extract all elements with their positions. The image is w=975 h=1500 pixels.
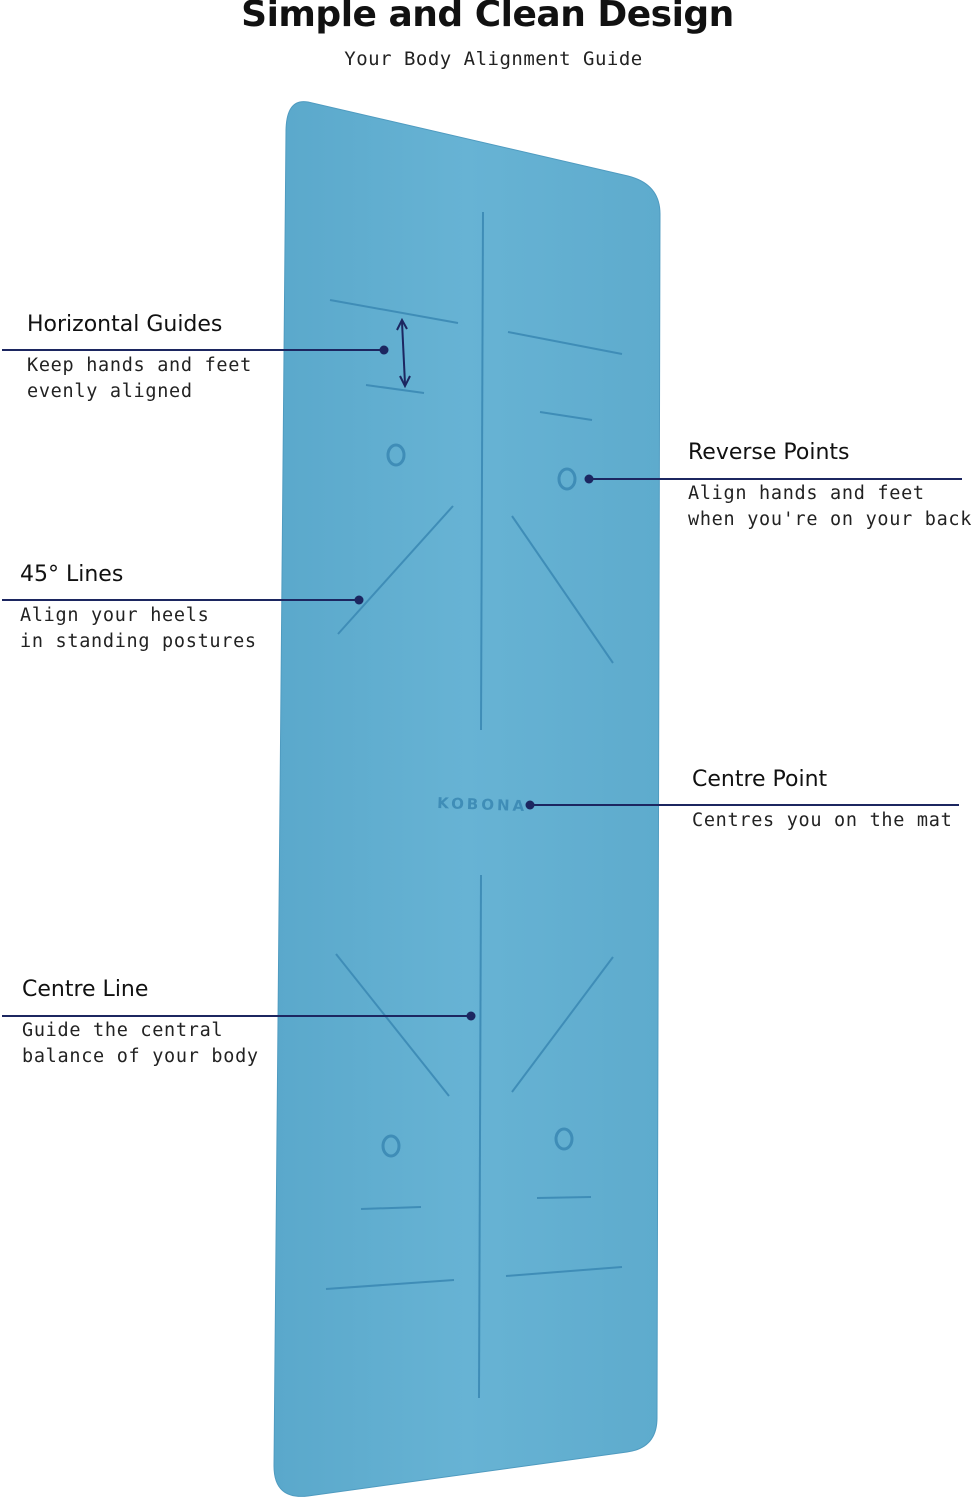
callout-heading: Centre Point xyxy=(692,767,828,792)
45-degree-line xyxy=(511,515,614,664)
callout-45-lines: 45° Lines Align your heels in standing p… xyxy=(20,561,257,655)
callout-description: Align hands and feet when you're on your… xyxy=(688,483,973,530)
reverse-point-circle xyxy=(386,443,406,467)
callout-dot xyxy=(525,800,535,810)
45-degree-line xyxy=(335,953,450,1097)
callout-dot xyxy=(584,474,594,484)
page-subtitle: Your Body Alignment Guide xyxy=(344,48,643,70)
callout-description: Keep hands and feet evenly aligned xyxy=(27,355,252,402)
callout-description: Guide the central balance of your body xyxy=(22,1020,259,1067)
callout-centre-point: Centre Point Centres you on the mat xyxy=(692,766,952,834)
reverse-point-circle xyxy=(557,467,577,491)
arrow-head-icon xyxy=(399,375,411,389)
double-arrow-icon xyxy=(401,321,406,385)
callout-description: Centres you on the mat xyxy=(692,810,953,831)
reverse-point-circle xyxy=(381,1134,401,1158)
callout-centre-line: Centre Line Guide the central balance of… xyxy=(22,976,259,1070)
horizontal-guide-line xyxy=(536,1196,592,1199)
callout-dot xyxy=(354,595,364,605)
callout-heading: 45° Lines xyxy=(20,562,124,587)
page-title: Simple and Clean Design xyxy=(241,0,734,35)
horizontal-guide-line xyxy=(325,1279,455,1290)
horizontal-guide-line xyxy=(505,1266,623,1277)
horizontal-guide-line xyxy=(360,1206,422,1210)
callout-description: Align your heels in standing postures xyxy=(20,605,257,652)
arrow-head-icon xyxy=(396,317,408,331)
callout-horizontal-guides: Horizontal Guides Keep hands and feet ev… xyxy=(27,311,252,405)
callout-heading: Reverse Points xyxy=(688,440,850,465)
horizontal-guide-line xyxy=(507,331,623,355)
callout-reverse-points: Reverse Points Align hands and feet when… xyxy=(688,439,972,533)
centre-line-top xyxy=(480,211,484,731)
centre-line-bottom xyxy=(478,874,482,1399)
horizontal-guide-line xyxy=(539,411,593,421)
reverse-point-circle xyxy=(554,1127,574,1151)
horizontal-guide-line xyxy=(329,299,459,324)
mat-brand: KOBONA xyxy=(437,794,528,815)
45-degree-line xyxy=(511,956,614,1093)
45-degree-line xyxy=(337,505,454,635)
callout-heading: Centre Line xyxy=(22,977,149,1002)
callout-dot xyxy=(379,345,389,355)
callout-dot xyxy=(466,1011,476,1021)
horizontal-guide-line xyxy=(365,384,425,394)
callout-heading: Horizontal Guides xyxy=(27,312,223,337)
